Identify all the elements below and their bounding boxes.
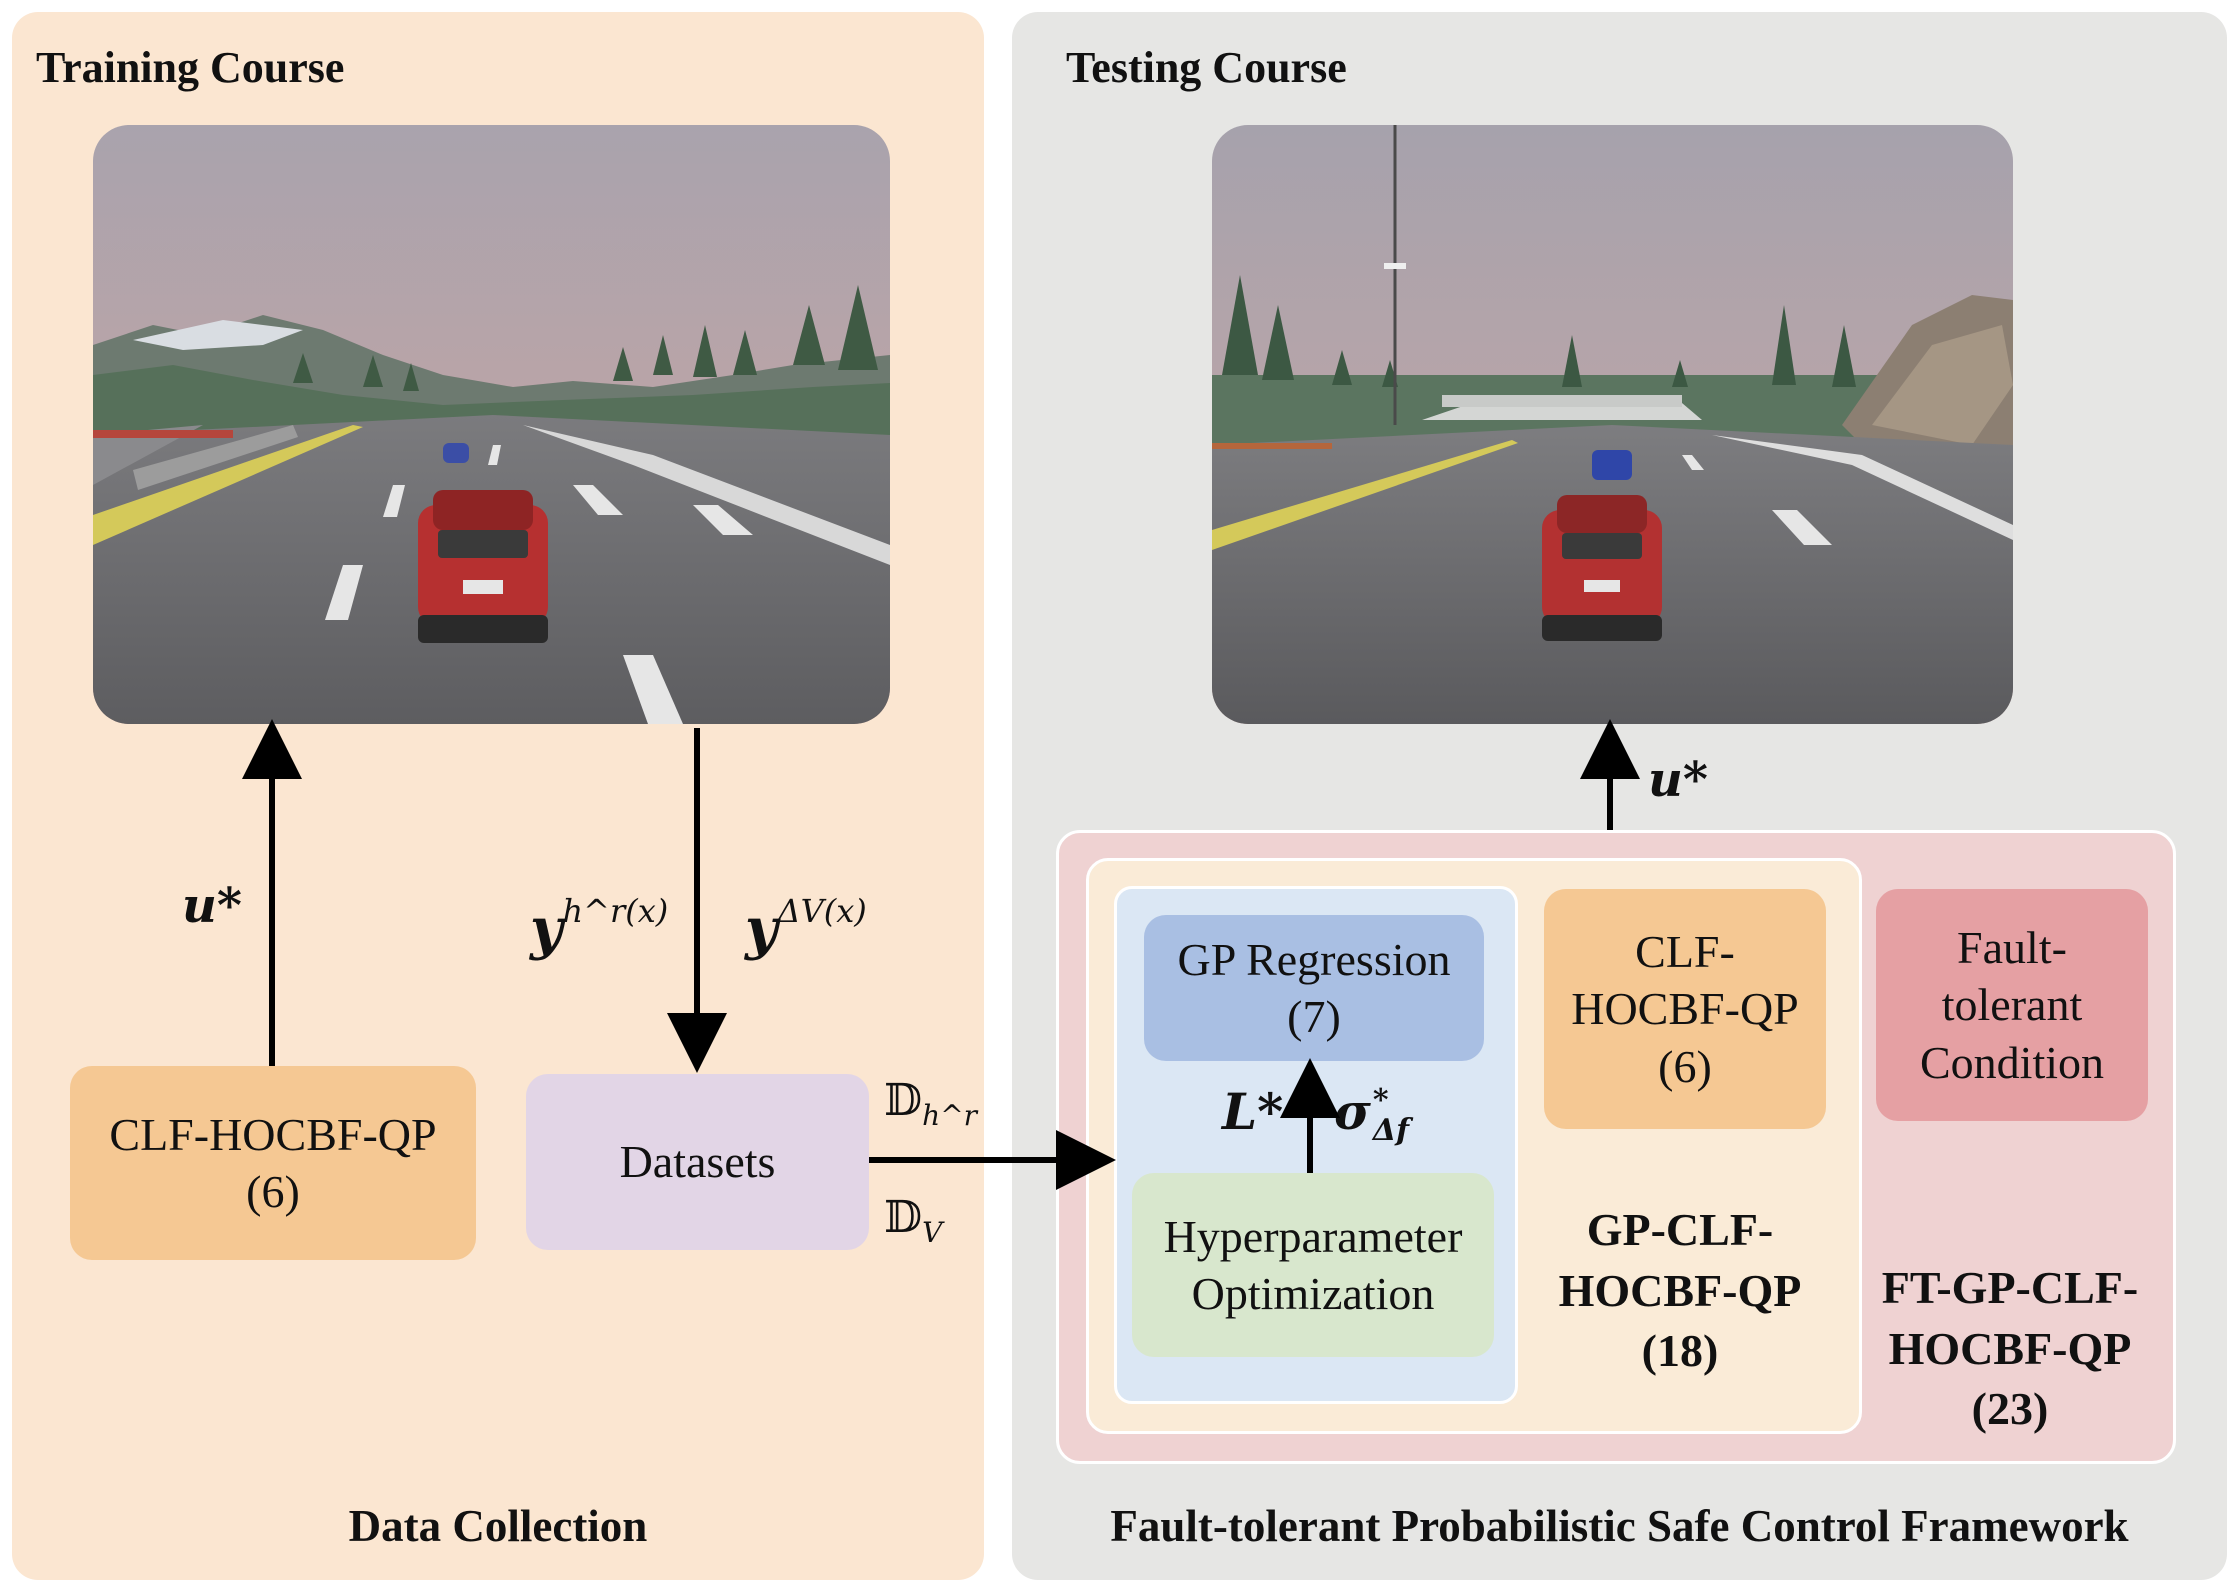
fault-tolerant-condition-box: Fault- tolerant Condition	[1876, 889, 2148, 1121]
training-u-star: u*	[182, 878, 242, 934]
hyperparameter-label: Hyperparameter	[1163, 1210, 1463, 1262]
gp-regression-box: GP Regression (7)	[1144, 915, 1484, 1061]
dataset-v-label: 𝔻V	[884, 1192, 943, 1249]
y-hr-label: yh^r(x)	[530, 892, 669, 962]
gp-label-2: HOCBF-QP	[1558, 1264, 1802, 1316]
gp-regression-eq: (7)	[1287, 991, 1341, 1042]
l-star-label: L*	[1222, 1082, 1284, 1141]
gp-label-3: (18)	[1641, 1325, 1719, 1377]
optimization-label: Optimization	[1191, 1268, 1435, 1319]
ft-label-3: (23)	[1971, 1383, 2049, 1435]
clf-hocbf-qp-eq: (6)	[246, 1166, 300, 1217]
hyperparameter-optimization-box: Hyperparameter Optimization	[1132, 1173, 1494, 1357]
testing-u-star: u*	[1648, 752, 1708, 808]
datasets-label: Datasets	[619, 1136, 776, 1188]
training-scene-image	[93, 125, 890, 724]
ft-gp-clf-hocbf-qp-label: FT-GP-CLF- HOCBF-QP (23)	[1860, 1258, 2160, 1440]
testing-scene-image	[1212, 125, 2013, 724]
test-clf-label-1: CLF-	[1635, 925, 1735, 977]
training-course-title: Training Course	[36, 43, 345, 92]
fault-label-2: tolerant	[1941, 979, 2083, 1031]
dataset-hr-label: 𝔻h^r	[884, 1075, 978, 1132]
gp-clf-hocbf-qp-label: GP-CLF- HOCBF-QP (18)	[1530, 1200, 1830, 1382]
datasets-box: Datasets	[526, 1074, 869, 1250]
sigma-superscript: *	[1372, 1083, 1389, 1118]
clf-hocbf-qp-box: CLF-HOCBF-QP (6)	[70, 1066, 476, 1260]
clf-hocbf-qp-label: CLF-HOCBF-QP	[109, 1108, 437, 1160]
ft-label-1: FT-GP-CLF-	[1881, 1262, 2139, 1313]
gp-regression-label: GP Regression	[1177, 933, 1451, 985]
y-deltav-label: yΔV(x)	[745, 892, 867, 962]
testing-course-title: Testing Course	[1066, 43, 1347, 92]
test-clf-hocbf-qp-box: CLF- HOCBF-QP (6)	[1544, 889, 1826, 1129]
framework-caption: Fault-tolerant Probabilistic Safe Contro…	[1110, 1501, 2129, 1551]
test-clf-label-2: HOCBF-QP	[1571, 983, 1799, 1035]
dataset-v-subscript: V	[922, 1215, 943, 1249]
fault-label-1: Fault-	[1957, 921, 2067, 973]
test-clf-label-3: (6)	[1658, 1040, 1712, 1092]
gp-label-1: GP-CLF-	[1586, 1204, 1774, 1255]
data-collection-caption: Data Collection	[348, 1501, 648, 1551]
sigma-label: σ*Δf	[1334, 1082, 1410, 1148]
ft-label-2: HOCBF-QP	[1888, 1322, 2132, 1374]
dataset-hr-subscript: h^r	[922, 1098, 978, 1132]
sigma-subscript: Δf	[1372, 1113, 1410, 1148]
y-deltav-superscript: ΔV(x)	[777, 892, 867, 930]
fault-label-3: Condition	[1919, 1036, 2105, 1088]
y-hr-superscript: h^r(x)	[562, 892, 669, 930]
